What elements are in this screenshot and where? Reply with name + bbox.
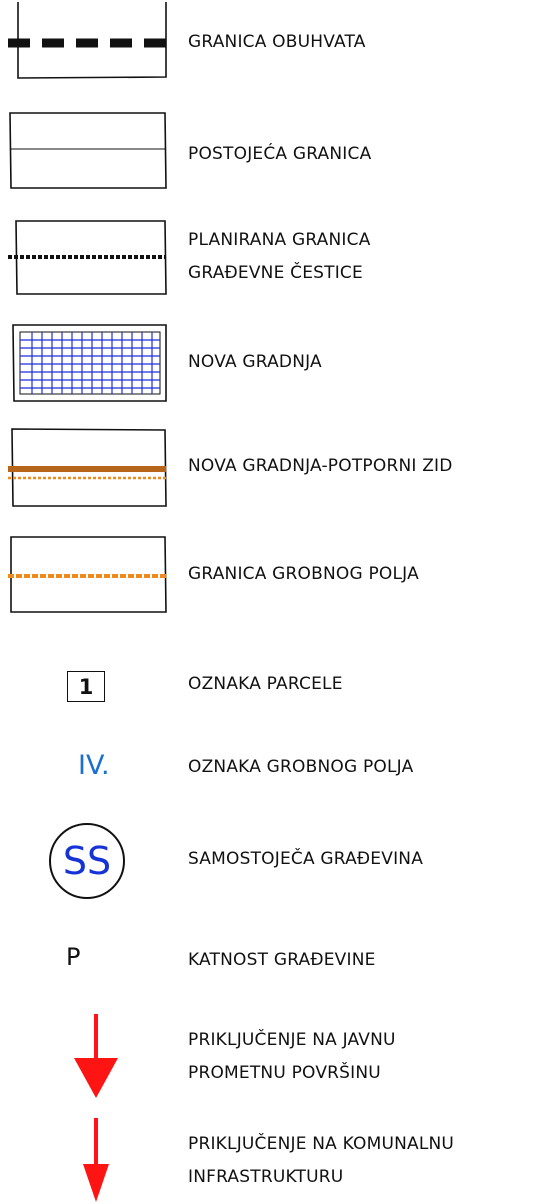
thin-solid-boundary-symbol — [9, 112, 167, 189]
parcel-number-symbol: 1 — [67, 671, 105, 702]
road-connection-arrow-icon — [74, 1014, 118, 1098]
retaining-wall-symbol — [8, 428, 167, 507]
legend-label-postojeca-granica: POSTOJEĆA GRANICA — [188, 144, 372, 164]
grave-field-mark-symbol: IV. — [78, 750, 110, 781]
legend-label-granica-grobnog-polja: GRANICA GROBNOG POLJA — [188, 564, 419, 584]
utility-connection-arrow-icon — [83, 1118, 109, 1202]
floor-count-symbol: P — [66, 943, 81, 971]
legend-label-potporni-zid: NOVA GRADNJA-POTPORNI ZID — [188, 456, 453, 476]
orange-dashed-boundary-symbol — [8, 536, 167, 613]
detached-building-symbol: SS — [49, 823, 125, 899]
legend-label-prikljucenje-javna: PRIKLJUČENJE NA JAVNU PROMETNU POVRŠINU — [188, 1030, 396, 1083]
legend-label-oznaka-grobnog-polja: OZNAKA GROBNOG POLJA — [188, 757, 414, 777]
legend-label-granica-obuhvata: GRANICA OBUHVATA — [188, 32, 366, 52]
legend-label-prikljucenje-komunalna: PRIKLJUČENJE NA KOMUNALNU INFRASTRUKTURU — [188, 1134, 455, 1187]
legend-label-planirana-granica: PLANIRANA GRANICA GRAĐEVNE ČESTICE — [188, 230, 371, 283]
legend-label-oznaka-parcele: OZNAKA PARCELE — [188, 674, 343, 694]
thick-dashed-boundary-symbol — [8, 2, 168, 79]
dotted-boundary-symbol — [8, 220, 167, 295]
legend-label-katnost-gradevine: KATNOST GRAĐEVINE — [188, 950, 376, 970]
legend-label-nova-gradnja: NOVA GRADNJA — [188, 352, 322, 372]
legend-label-samostojeca-gradevina: SAMOSTOJEČA GRAĐEVINA — [188, 849, 424, 869]
blue-grid-fill-symbol — [12, 324, 167, 402]
detached-building-code: SS — [62, 839, 112, 883]
